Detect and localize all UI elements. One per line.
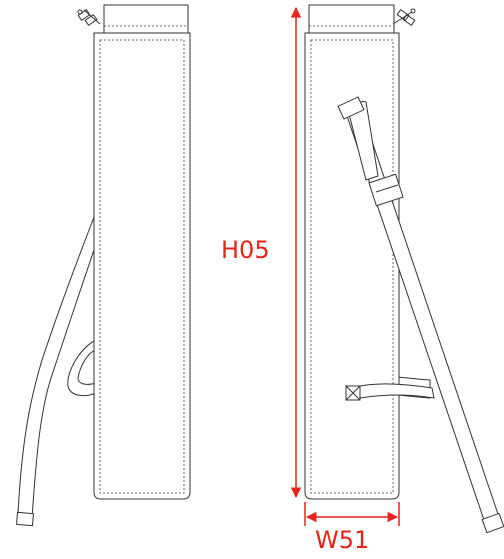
- right-view-strap-anchor: [345, 383, 435, 401]
- width-dimension-line: [304, 502, 400, 526]
- right-view-inner-panel: [310, 39, 394, 494]
- right-view-bag-body: [304, 32, 400, 500]
- left-view-inner-panel: [99, 39, 185, 494]
- right-view-drawstring-toggle: [392, 8, 416, 27]
- right-view-strap-buckle: [368, 173, 404, 207]
- height-dimension-label: H05: [221, 236, 270, 264]
- left-view-top-collar: [103, 4, 189, 34]
- left-view: [15, 4, 191, 527]
- left-view-drawstring-toggle: [77, 8, 101, 27]
- right-view-shoulder-strap: [337, 96, 504, 534]
- right-view-top-collar: [308, 4, 395, 34]
- width-dimension-label: W51: [315, 526, 370, 554]
- left-view-bag-body: [93, 32, 191, 500]
- right-view: [304, 4, 504, 534]
- left-view-shoulder-strap: [15, 211, 99, 527]
- left-view-strap-end: [15, 511, 35, 527]
